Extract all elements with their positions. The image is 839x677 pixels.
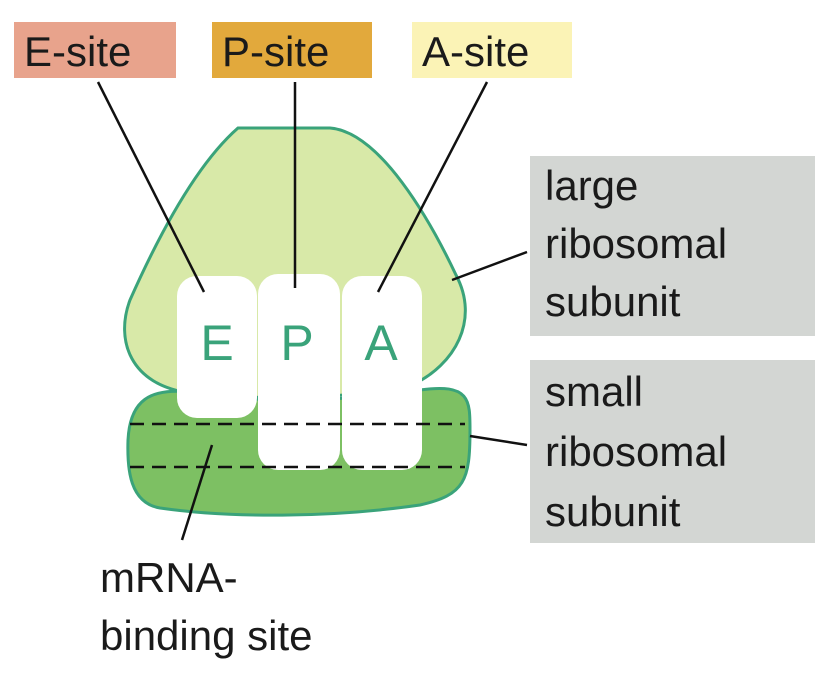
- small-subunit-label: small ribosomal subunit: [530, 360, 815, 543]
- p-site-box: [212, 22, 372, 78]
- small-subunit-leader: [469, 434, 528, 447]
- large-subunit-leader: [451, 250, 528, 282]
- p-site-label: P-site: [212, 22, 372, 78]
- a-site-label: A-site: [412, 22, 572, 78]
- a-site-leader: [376, 81, 489, 293]
- small-subunit-box: [530, 360, 815, 543]
- a-site-text: A-site: [422, 28, 529, 75]
- large-subunit-line-3: subunit: [545, 278, 681, 325]
- p-pocket-letter: P: [280, 315, 313, 371]
- a-site-box: [412, 22, 572, 78]
- mrna-site-leader: [180, 444, 214, 541]
- e-site-leader: [96, 81, 206, 293]
- small-subunit-line-2: ribosomal: [545, 428, 727, 475]
- large-subunit-box: [530, 156, 815, 336]
- p-site-text: P-site: [222, 28, 329, 75]
- e-site-box: [14, 22, 176, 78]
- e-site-text: E-site: [24, 28, 131, 75]
- large-subunit-label: large ribosomal subunit: [530, 156, 815, 336]
- a-pocket: [342, 276, 422, 470]
- large-subunit-line-2: ribosomal: [545, 220, 727, 267]
- e-pocket: [177, 276, 257, 418]
- mrna-site-line-1: mRNA-: [100, 554, 238, 601]
- large-subunit-line-1: large: [545, 162, 638, 209]
- small-subunit-line-3: subunit: [545, 488, 681, 535]
- a-pocket-letter: A: [364, 315, 398, 371]
- e-site-label: E-site: [14, 22, 176, 78]
- small-subunit-line-1: small: [545, 368, 643, 415]
- e-pocket-letter: E: [200, 315, 233, 371]
- mrna-site-line-2: binding site: [100, 612, 312, 659]
- p-pocket: [258, 274, 340, 470]
